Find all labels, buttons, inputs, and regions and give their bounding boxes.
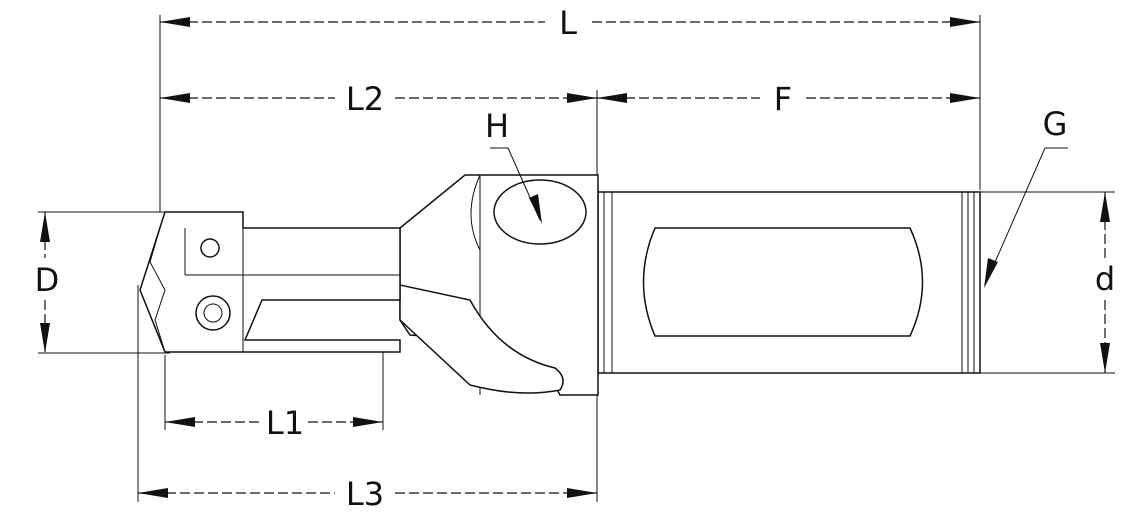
label-L: L	[559, 4, 577, 42]
dimension-L3: L3	[138, 475, 597, 513]
label-L3: L3	[346, 475, 384, 513]
dimension-D: D	[35, 212, 60, 353]
clamping-flat	[642, 227, 924, 337]
tool-body	[399, 174, 599, 396]
label-L2: L2	[346, 80, 384, 118]
label-G: G	[1043, 105, 1068, 143]
dimension-F: F	[597, 80, 980, 118]
dimension-L2: L2	[160, 80, 597, 118]
label-L1: L1	[266, 404, 304, 442]
extension-lines	[38, 15, 1115, 502]
label-d: d	[1095, 260, 1115, 298]
label-F: F	[774, 80, 792, 118]
shank	[597, 191, 981, 374]
label-D: D	[35, 261, 60, 299]
screw-torx	[195, 295, 231, 331]
dimension-L: L	[160, 4, 980, 42]
dimension-d: d	[1095, 192, 1115, 373]
leader-G: G	[984, 105, 1068, 288]
leader-H: H	[485, 107, 542, 224]
screw-small	[200, 238, 220, 258]
dimension-L1: L1	[165, 404, 383, 442]
label-H: H	[485, 107, 509, 145]
cutting-head	[139, 211, 401, 353]
